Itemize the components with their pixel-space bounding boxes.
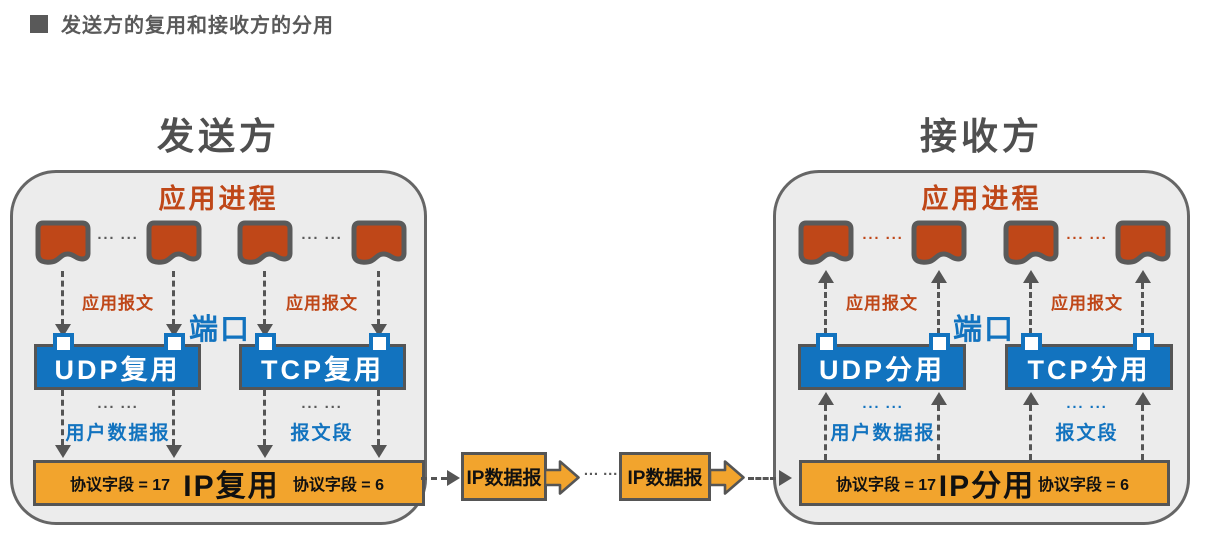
ellipsis-dots: ··· ···	[862, 230, 904, 247]
protocol-field-tcp: 协议字段 = 6	[292, 477, 384, 494]
protocol-field-udp: 协议字段 = 17	[70, 477, 171, 494]
pdu-arrow	[61, 390, 64, 445]
arrowhead-up-icon	[1023, 392, 1039, 405]
udp-pdu-label: 用户数据报	[65, 423, 171, 444]
arrowhead-up-icon	[931, 392, 947, 405]
arrowhead-up-icon	[1023, 270, 1039, 283]
app-message-label: 应用报文	[82, 294, 154, 313]
ellipsis-dots: ··· ···	[97, 230, 139, 247]
arrowhead-down-icon	[257, 445, 273, 458]
ellipsis-dots: ··· ···	[862, 399, 904, 416]
arrowhead-down-icon	[55, 445, 71, 458]
pdu-arrow	[937, 405, 940, 460]
port-square	[53, 333, 74, 354]
tcp-multiplex-box: TCP复用	[239, 344, 406, 390]
ellipsis-dots: ··· ···	[97, 399, 139, 416]
arrowhead-up-icon	[1135, 392, 1151, 405]
app-process-icon	[351, 220, 407, 267]
arrowhead-up-icon	[818, 270, 834, 283]
ip-multiplex-label: IP复用	[183, 470, 280, 503]
app-message-arrow	[263, 271, 266, 325]
arrowhead-down-icon	[166, 445, 182, 458]
sender-panel: 应用进程 ··· ··· ··· ··· 应用报文 应用报文 端口 UDP复用 …	[10, 170, 427, 525]
pdu-arrow	[1141, 405, 1144, 460]
app-process-icon	[911, 220, 967, 267]
app-process-icon	[1115, 220, 1171, 267]
pdu-arrow	[377, 390, 380, 445]
app-message-arrow	[172, 271, 175, 325]
pdu-arrow	[263, 390, 266, 445]
ellipsis-dots: ··· ···	[1066, 399, 1108, 416]
pdu-arrow	[172, 390, 175, 445]
app-message-arrow	[61, 271, 64, 325]
ellipsis-dots: ··· ···	[301, 399, 343, 416]
pdu-arrow	[1029, 405, 1032, 460]
port-square	[929, 333, 950, 354]
ellipsis-dots: ··· ···	[301, 230, 343, 247]
arrowhead-up-icon	[931, 270, 947, 283]
app-process-icon	[237, 220, 293, 267]
tcp-pdu-label: 报文段	[1055, 423, 1119, 444]
block-arrow-right-icon	[708, 459, 746, 496]
tcp-pdu-label: 报文段	[290, 423, 354, 444]
port-label: 端口	[952, 314, 1015, 346]
link-dashed-line	[421, 477, 447, 480]
app-message-arrow	[937, 283, 940, 334]
receiver-heading: 接收方	[920, 116, 1043, 157]
app-process-icon	[798, 220, 854, 267]
udp-pdu-label: 用户数据报	[830, 423, 936, 444]
port-square	[816, 333, 837, 354]
port-square	[1133, 333, 1154, 354]
app-process-icon	[35, 220, 91, 267]
protocol-field-tcp: 协议字段 = 6	[1037, 477, 1129, 494]
port-square	[164, 333, 185, 354]
arrowhead-right-icon	[447, 470, 460, 486]
app-message-label: 应用报文	[286, 294, 358, 313]
arrowhead-down-icon	[371, 445, 387, 458]
app-message-arrow	[1029, 283, 1032, 334]
app-message-arrow	[824, 283, 827, 334]
sender-heading: 发送方	[157, 116, 280, 157]
app-message-arrow	[1141, 283, 1144, 334]
port-square	[369, 333, 390, 354]
protocol-field-udp: 协议字段 = 17	[836, 477, 937, 494]
ellipsis-dots: ··· ···	[583, 466, 619, 483]
port-square	[255, 333, 276, 354]
ip-demultiplex-box: 协议字段 = 17 IP分用 协议字段 = 6	[799, 460, 1170, 506]
arrowhead-up-icon	[818, 392, 834, 405]
arrowhead-up-icon	[1135, 270, 1151, 283]
ellipsis-dots: ··· ···	[1066, 230, 1108, 247]
app-process-icon	[146, 220, 202, 267]
arrowhead-right-icon	[779, 470, 792, 486]
port-square	[1021, 333, 1042, 354]
bullet-square-icon	[30, 14, 48, 33]
ip-multiplex-box: 协议字段 = 17 IP复用 协议字段 = 6	[33, 460, 425, 506]
app-message-arrow	[377, 271, 380, 325]
slide-title: 发送方的复用和接收方的分用	[61, 15, 334, 37]
app-message-label: 应用报文	[846, 294, 918, 313]
receiver-app-layer-title: 应用进程	[921, 184, 1042, 214]
receiver-panel: 应用进程 ··· ··· ··· ··· 应用报文 应用报文 端口 UDP分用 …	[773, 170, 1190, 525]
app-process-icon	[1003, 220, 1059, 267]
sender-app-layer-title: 应用进程	[158, 184, 279, 214]
port-label: 端口	[188, 314, 251, 346]
block-arrow-right-icon	[543, 459, 581, 496]
app-message-label: 应用报文	[1051, 294, 1123, 313]
link-dashed-line	[748, 477, 776, 480]
ip-datagram-box: IP数据报	[619, 452, 711, 501]
pdu-arrow	[824, 405, 827, 460]
ip-datagram-box: IP数据报	[461, 452, 547, 501]
ip-demultiplex-label: IP分用	[938, 470, 1036, 503]
slide-header: 发送方的复用和接收方的分用	[30, 9, 334, 38]
